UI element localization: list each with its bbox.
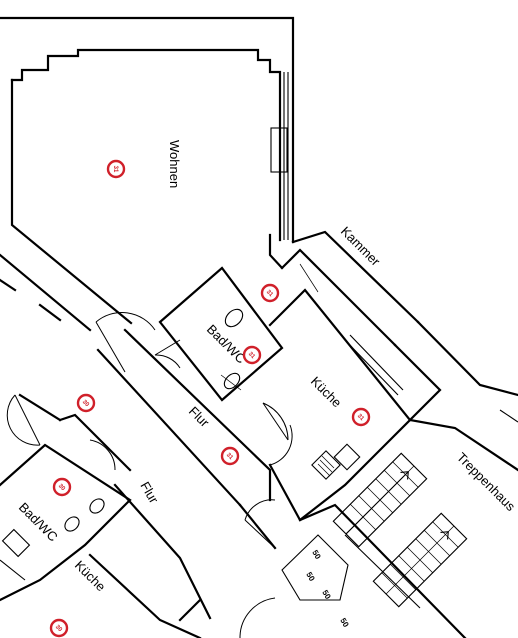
marker-kammer[interactable]: 31	[260, 283, 280, 303]
doors	[6, 312, 293, 638]
marker-bad-lower[interactable]: 30	[52, 477, 72, 497]
wohnen-walls	[0, 16, 295, 325]
room-label-kammer: Kammer	[338, 224, 384, 270]
marker-flur-upper[interactable]: 31	[220, 446, 240, 466]
marker-flur-upper-label: 31	[225, 452, 234, 461]
room-label-treppenhaus: Treppenhaus	[454, 450, 518, 515]
stair-label-2: 50	[304, 571, 317, 584]
marker-flur-lower-label: 30	[81, 399, 90, 408]
marker-bad-upper[interactable]: 31	[242, 345, 262, 365]
bad-upper-walls	[158, 266, 284, 402]
marker-kammer-label: 31	[265, 289, 274, 298]
room-label-kueche-lower: Küche	[72, 558, 109, 595]
stair-label-4: 50	[338, 617, 351, 630]
room-labels: Wohnen Kammer Bad/WC Küche Flur Treppenh…	[16, 140, 518, 594]
room-label-kueche-upper: Küche	[308, 374, 345, 411]
marker-wohnen[interactable]: 31	[106, 159, 126, 179]
marker-kueche-lower-label: 30	[54, 624, 63, 633]
room-markers: 31 31 31 31 31 30 30 30	[49, 159, 371, 638]
kammer-walls	[280, 230, 420, 347]
marker-kueche-lower[interactable]: 30	[49, 618, 69, 638]
stairs	[332, 452, 468, 609]
marker-kueche-upper-label: 31	[356, 413, 365, 422]
room-label-bad-upper: Bad/WC	[204, 322, 249, 367]
lower-apartment-walls	[0, 443, 202, 638]
room-label-flur-lower: Flur	[137, 479, 162, 506]
marker-flur-lower[interactable]: 30	[76, 393, 96, 413]
room-label-wohnen: Wohnen	[167, 140, 182, 188]
room-label-flur-upper: Flur	[186, 404, 213, 431]
marker-kueche-upper[interactable]: 31	[351, 407, 371, 427]
stair-label-3: 50	[320, 589, 333, 602]
corridor-walls	[0, 253, 277, 620]
marker-wohnen-label: 31	[112, 166, 118, 173]
treppenhaus-walls	[298, 409, 518, 638]
marker-bad-upper-label: 31	[247, 351, 256, 360]
stair-label-1: 50	[310, 549, 323, 562]
kueche-upper-walls	[268, 288, 412, 522]
marker-bad-lower-label: 30	[57, 483, 66, 492]
stair-landing: 50 50 50 50	[281, 534, 351, 630]
